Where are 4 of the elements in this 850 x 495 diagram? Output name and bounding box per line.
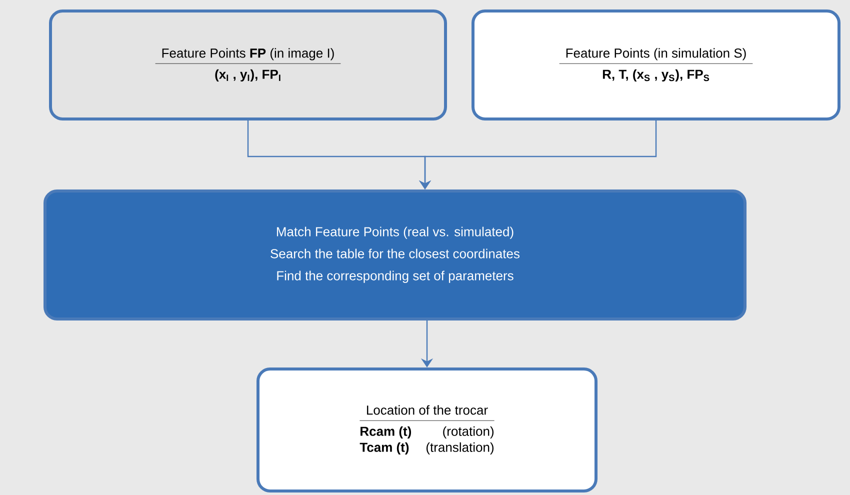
- process-box: Feature Points FP (in image I) (x$_{I}$ , y$_{I}$), FP$_{I}$: [49, 10, 447, 120]
- process-box: Location of the trocar Rcam (t) (rotation) Tcam (t) (translation): [256, 368, 598, 492]
- process-box: Feature Points (in simulation S) R, T, (x$_{S}$ , y$_{S}$), FP$_{S}$: [472, 10, 840, 120]
- process-box: Match Feature Points (real vs. simulated) Search the table for the closest coordinates Find the corresponding set of parameters: [44, 190, 747, 320]
